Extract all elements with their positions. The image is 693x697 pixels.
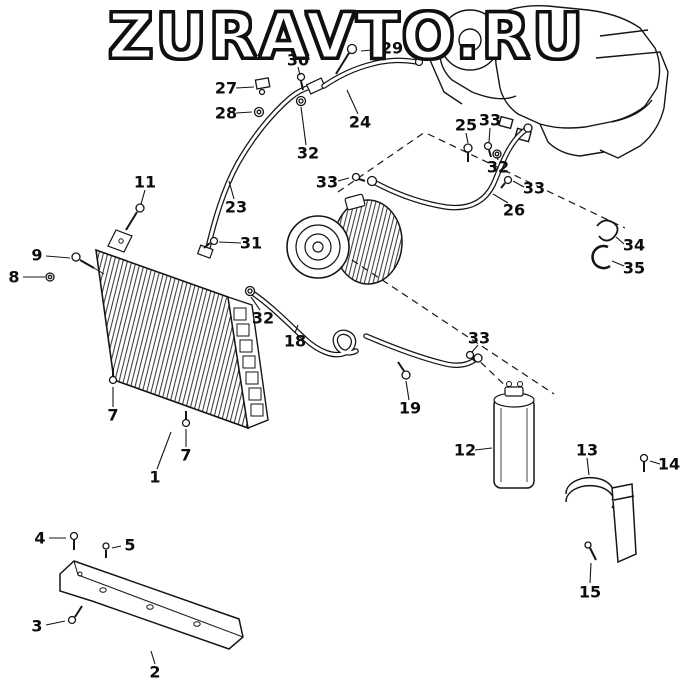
pipe-23-drawing: [196, 77, 327, 259]
dashed-lines: [337, 131, 626, 395]
mount-bracket-drawing: [59, 560, 244, 650]
hose-19-drawing: [363, 333, 483, 369]
pipe-24-drawing: [321, 57, 424, 89]
leader-lines: [23, 48, 661, 665]
receiver-drier-drawing: [493, 381, 535, 489]
hose-18-drawing: [248, 289, 359, 358]
hose-26-drawing: [366, 123, 533, 211]
hvac-housing-drawing: [429, 4, 669, 159]
compressor-drawing: [286, 193, 403, 285]
drier-bracket-drawing: [565, 476, 637, 564]
fasteners-drawing: [45, 43, 649, 625]
condenser-drawing: [95, 229, 269, 430]
